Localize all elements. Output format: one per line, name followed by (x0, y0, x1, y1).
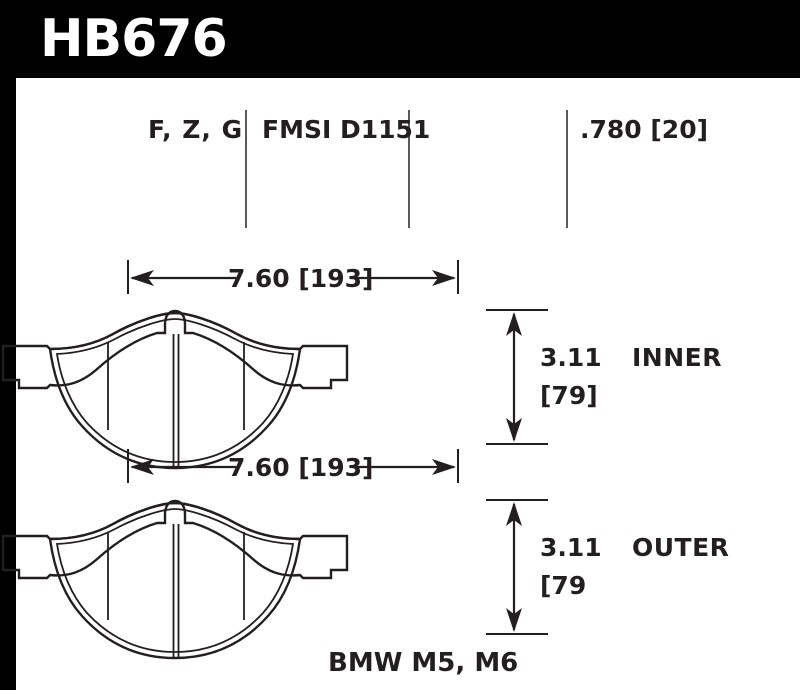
vehicle-application-label: BMW M5, M6 (328, 648, 519, 678)
outer-height-dimension-mm: [79 (540, 571, 587, 600)
inner-height-dimension-inches: 3.11 (540, 343, 602, 372)
inner-width-dimension-label: 7.60 [193] (228, 264, 374, 293)
inner-height-dimension-mm: [79] (540, 381, 598, 410)
outer-pad-drawing (1, 499, 349, 660)
inner-pad-drawing (1, 309, 349, 470)
inner-width-dimension-line (126, 258, 460, 296)
spec-compounds: F, Z, G (148, 115, 244, 144)
spec-divider-3 (566, 110, 568, 228)
outer-width-dimension-line (126, 447, 460, 485)
header-bar (0, 0, 800, 78)
outer-height-dimension-line (484, 498, 550, 636)
outer-pad-label: OUTER (632, 533, 730, 562)
spec-fmsi-number: FMSI D1151 (262, 115, 431, 144)
outer-width-dimension-label: 7.60 [193] (228, 453, 374, 482)
inner-pad-label: INNER (632, 343, 722, 372)
spec-divider-1 (245, 110, 247, 228)
inner-height-dimension-line (484, 308, 550, 446)
spec-divider-2 (408, 110, 410, 228)
page-title: HB676 (40, 9, 228, 69)
outer-height-dimension-inches: 3.11 (540, 533, 602, 562)
spec-thickness: .780 [20] (580, 115, 709, 144)
